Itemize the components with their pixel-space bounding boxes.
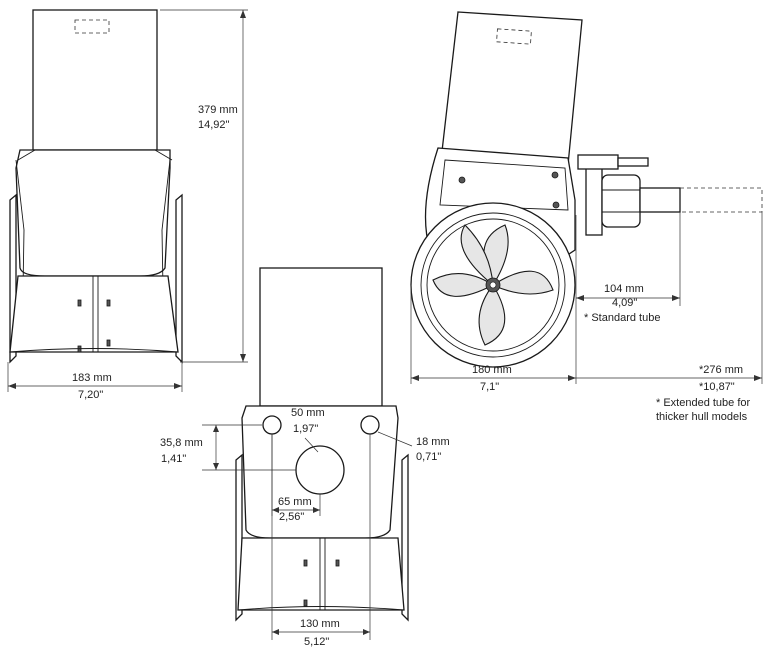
right-small-hole <box>360 415 380 435</box>
tunnel-dimension <box>410 285 576 384</box>
hole-offset-dimension <box>202 424 296 471</box>
width-dimension <box>7 362 183 392</box>
tunnel-mm-label: 180 mm <box>472 364 512 376</box>
tunnel-in-label: 7,1" <box>480 381 499 393</box>
hole-large-mm-label: 50 mm <box>291 407 325 419</box>
width-in-label: 7,20" <box>78 389 103 401</box>
large-hole-leader <box>304 437 319 453</box>
hole-large-in-label: 1,97" <box>293 423 318 435</box>
side-upper-tube <box>440 11 583 166</box>
hole-spacing-mm-label: 65 mm <box>278 496 312 508</box>
center-large-hole <box>295 445 345 495</box>
width-mm-label: 183 mm <box>72 372 112 384</box>
bottom-upper-tube <box>259 267 383 407</box>
extended-tube-note-1: * Extended tube for <box>656 397 751 409</box>
tunnel-inner <box>420 212 566 358</box>
mount-flange <box>585 164 603 236</box>
front-right-bracket <box>175 193 183 364</box>
propeller <box>432 224 554 346</box>
small-hole-leader <box>377 431 413 447</box>
height-mm-label: 379 mm <box>198 104 238 116</box>
height-in-label: 14,92" <box>198 119 230 131</box>
extended-tube-note-2: thicker hull models <box>656 411 748 423</box>
hole-small-mm-label: 18 mm <box>416 436 450 448</box>
hole-offset-in-label: 1,41" <box>161 453 186 465</box>
base-width-dimension <box>271 434 371 640</box>
mount-nut <box>601 174 641 228</box>
standard-tube <box>639 187 681 213</box>
base-width-in-label: 5,12" <box>304 636 329 648</box>
side-view <box>410 11 763 368</box>
standard-tube-note: * Standard tube <box>584 312 660 324</box>
hole-spacing-in-label: 2,56" <box>279 511 304 523</box>
front-housing-edges <box>17 149 173 161</box>
height-dimension <box>160 9 248 363</box>
front-upper-tube <box>32 9 158 151</box>
extended-tube-mm-label: *276 mm <box>699 364 743 376</box>
base-width-mm-label: 130 mm <box>300 618 340 630</box>
extended-tube-in-label: *10,87" <box>699 381 735 393</box>
front-label-plate <box>74 19 110 34</box>
standard-tube-dimension <box>575 212 681 384</box>
left-small-hole <box>262 415 282 435</box>
connector <box>577 154 619 170</box>
front-view <box>9 9 183 364</box>
bottom-view <box>235 267 409 622</box>
bottom-lower-body <box>237 537 405 611</box>
hole-small-in-label: 0,71" <box>416 451 441 463</box>
front-lower-body <box>9 275 179 353</box>
extended-tube <box>680 187 763 213</box>
standard-tube-in-label: 4,09" <box>612 297 637 309</box>
extended-tube-dimension <box>576 212 763 384</box>
front-housing <box>15 149 171 277</box>
standard-tube-mm-label: 104 mm <box>604 283 644 295</box>
hole-offset-mm-label: 35,8 mm <box>160 437 203 449</box>
